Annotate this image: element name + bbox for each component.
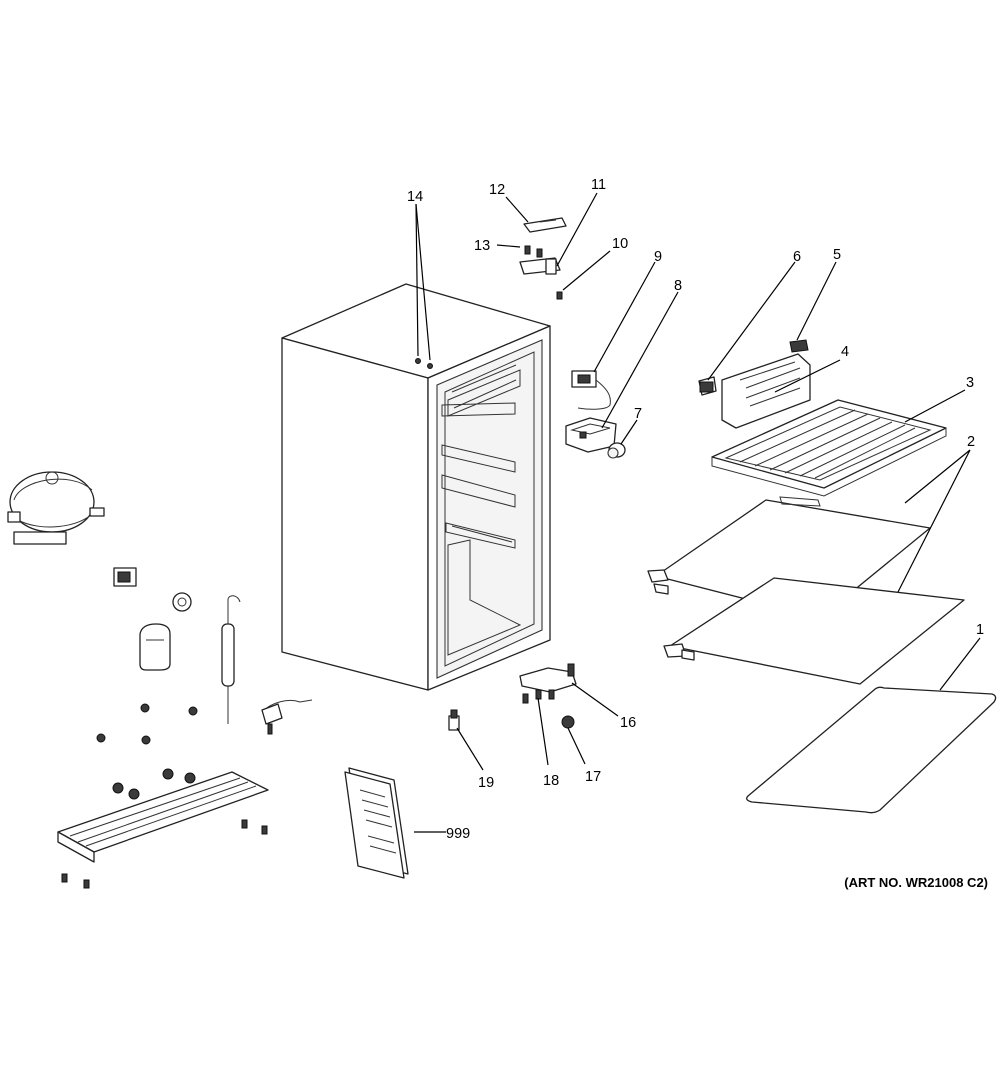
callout-2: 2 (967, 434, 975, 450)
compressor-grommets (96, 703, 198, 745)
callout-12: 12 (489, 182, 505, 198)
start-relay (113, 567, 137, 587)
callout-17: 17 (585, 769, 601, 785)
hinge-screws-13 (524, 245, 543, 258)
callout-4: 4 (841, 344, 849, 360)
callout-labels: 14 12 11 13 10 9 8 7 6 5 4 3 2 1 16 17 1… (407, 177, 984, 842)
callout-7: 7 (634, 406, 642, 422)
cabinet (281, 283, 551, 691)
callout-16: 16 (620, 715, 636, 731)
leader-lines (414, 192, 981, 833)
filter-drier (221, 595, 241, 724)
thermostat (571, 370, 611, 410)
top-hinge (519, 257, 561, 275)
leveling-leg-19 (448, 709, 460, 731)
callout-18: 18 (543, 773, 559, 789)
leveling-foot-17 (561, 715, 575, 729)
drip-tray-clip-6 (698, 376, 717, 396)
callout-5: 5 (833, 247, 841, 263)
art-number: (ART NO. WR21008 C2) (844, 875, 988, 890)
relay-cover (139, 623, 171, 671)
thermostat-box (565, 417, 617, 453)
callout-6: 6 (793, 249, 801, 265)
glass-shelf-lower (663, 577, 965, 685)
crisper-cover (746, 686, 997, 814)
callout-1: 1 (976, 622, 984, 638)
callout-13: 13 (474, 238, 490, 254)
drip-tray-clip-5 (789, 339, 809, 353)
compressor-base-plate (57, 768, 269, 889)
callout-10: 10 (612, 236, 628, 252)
thermostat-knob (607, 442, 626, 459)
callout-8: 8 (674, 278, 682, 294)
wire-rack (711, 399, 947, 497)
overload-protector (172, 592, 192, 612)
power-cord (261, 699, 313, 735)
hinge-cover (523, 217, 567, 233)
callout-19: 19 (478, 775, 494, 791)
callout-3: 3 (966, 375, 974, 391)
bottom-hinge (519, 663, 577, 693)
callout-14: 14 (407, 189, 423, 205)
compressor (7, 471, 105, 545)
hinge-pin-10 (556, 291, 563, 300)
callout-11: 11 (591, 177, 606, 193)
callout-999: 999 (446, 826, 470, 842)
owners-manual (344, 767, 409, 879)
drip-tray-door (721, 353, 811, 429)
callout-9: 9 (654, 249, 662, 265)
